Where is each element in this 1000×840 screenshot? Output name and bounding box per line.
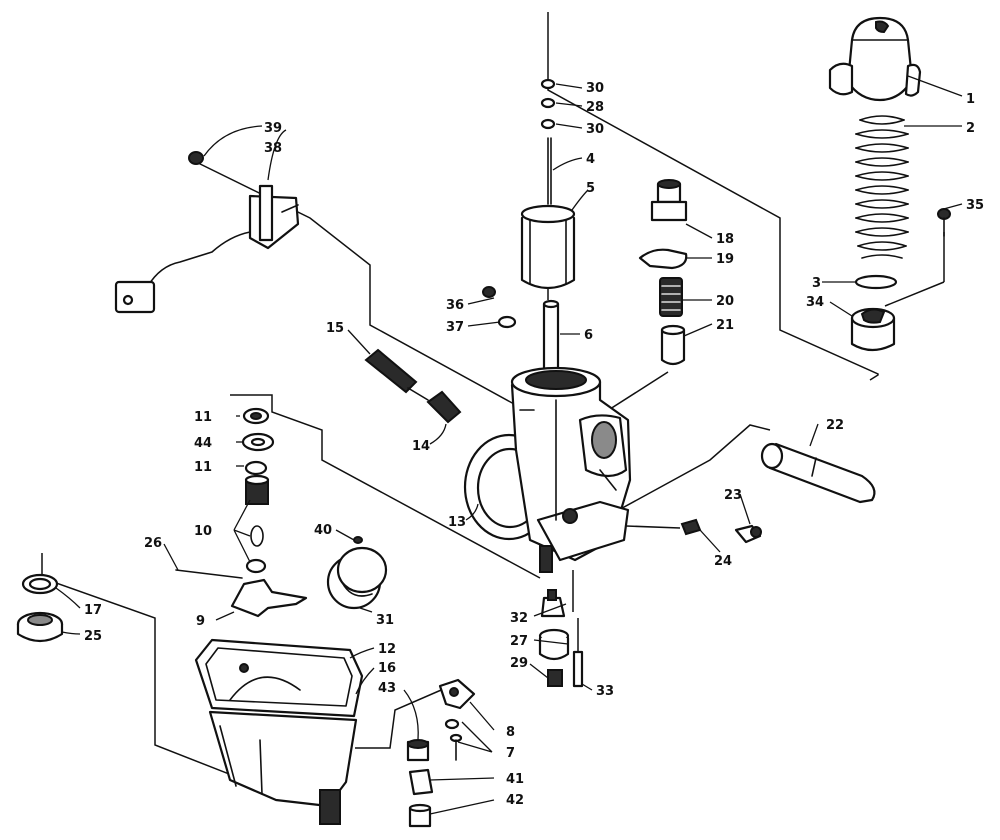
- drain-fitting-43: [406, 739, 430, 762]
- float-pin: [175, 569, 243, 579]
- callout-44: 44: [194, 436, 212, 451]
- callout-7: 7: [506, 746, 515, 761]
- callout-37: 37: [446, 320, 464, 335]
- main-jet: [547, 669, 563, 687]
- callout-36: 36: [446, 298, 464, 313]
- callout-29: 29: [510, 656, 528, 671]
- throttle-slide: [520, 204, 576, 290]
- callout-39: 39: [264, 121, 282, 136]
- throttle-sensor: [114, 184, 300, 314]
- screw-39: [188, 151, 204, 165]
- callout-43: 43: [378, 681, 396, 696]
- callout-20: 20: [716, 294, 734, 309]
- washer-3: [854, 274, 898, 290]
- float-bowl: [194, 638, 364, 825]
- callout-38: 38: [264, 141, 282, 156]
- air-screw-spring: [680, 518, 702, 536]
- callout-11b: 11: [194, 460, 212, 475]
- valve-seat-washers: [241, 407, 275, 476]
- callout-3: 3: [812, 276, 821, 291]
- callout-32: 32: [510, 611, 528, 626]
- gasket-37: [497, 315, 517, 329]
- leader-lines: [55, 75, 963, 815]
- gasket-19: [638, 248, 688, 270]
- callout-19: 19: [716, 252, 734, 267]
- starter-plunger: [650, 179, 688, 222]
- air-screw: [734, 524, 762, 544]
- fitting-41: [408, 768, 434, 796]
- parts: [16, 16, 951, 828]
- callout-31: 31: [376, 613, 394, 628]
- callout-17: 17: [84, 603, 102, 618]
- vent-hose: [760, 442, 876, 504]
- main-jet-holder: [538, 628, 570, 661]
- callout-35: 35: [966, 198, 984, 213]
- callout-4: 4: [586, 152, 595, 167]
- needle-holder: [850, 307, 896, 352]
- screw-35: [937, 208, 951, 237]
- callout-5: 5: [586, 181, 595, 196]
- callout-30b: 30: [586, 122, 604, 137]
- carburetor-body: [463, 366, 632, 573]
- callout-28: 28: [586, 100, 604, 115]
- callout-12: 12: [378, 642, 396, 657]
- callout-2: 2: [966, 121, 975, 136]
- slide-spring: [855, 115, 909, 259]
- plunger-21: [660, 324, 686, 366]
- pin-40: [353, 536, 363, 544]
- spring-20: [659, 277, 683, 317]
- callout-30a: 30: [586, 81, 604, 96]
- callout-33: 33: [596, 684, 614, 699]
- needle-clips: [540, 78, 556, 130]
- callout-6: 6: [584, 328, 593, 343]
- callout-26: 26: [144, 536, 162, 551]
- callout-8: 8: [506, 725, 515, 740]
- callout-24: 24: [714, 554, 732, 569]
- idle-screw: [364, 348, 429, 401]
- explode-lines: [41, 12, 945, 791]
- cap-42: [408, 803, 432, 828]
- callout-27: 27: [510, 634, 528, 649]
- callout-22: 22: [826, 418, 844, 433]
- callout-16: 16: [378, 661, 396, 676]
- drain-plug: [16, 573, 64, 643]
- callouts: 1 2 3 4 5 6 7 8 9 10 11 44 11 12 16 43 1…: [84, 81, 984, 808]
- callout-18: 18: [716, 232, 734, 247]
- callout-42: 42: [506, 793, 524, 808]
- callout-25: 25: [84, 629, 102, 644]
- callout-9: 9: [196, 614, 205, 629]
- bowl-screws: [444, 718, 463, 761]
- callout-1: 1: [966, 92, 975, 107]
- spring-14: [426, 390, 462, 424]
- callout-13: 13: [448, 515, 466, 530]
- callout-40: 40: [314, 523, 332, 538]
- callout-21: 21: [716, 318, 734, 333]
- callout-41: 41: [506, 772, 524, 787]
- callout-23: 23: [724, 488, 742, 503]
- float-arm: [230, 578, 308, 618]
- pilot-jet: [572, 650, 584, 688]
- screw-36: [482, 286, 496, 298]
- bowl-fitting: [438, 678, 476, 710]
- needle-valve: [244, 474, 270, 574]
- mixing-chamber-top: [542, 299, 560, 380]
- float: [326, 546, 388, 610]
- callout-10: 10: [194, 524, 212, 539]
- callout-34: 34: [806, 295, 824, 310]
- jet-needle: [547, 137, 552, 205]
- callout-11a: 11: [194, 410, 212, 425]
- callout-15: 15: [326, 321, 344, 336]
- carb-cap: [828, 16, 922, 102]
- callout-14: 14: [412, 439, 430, 454]
